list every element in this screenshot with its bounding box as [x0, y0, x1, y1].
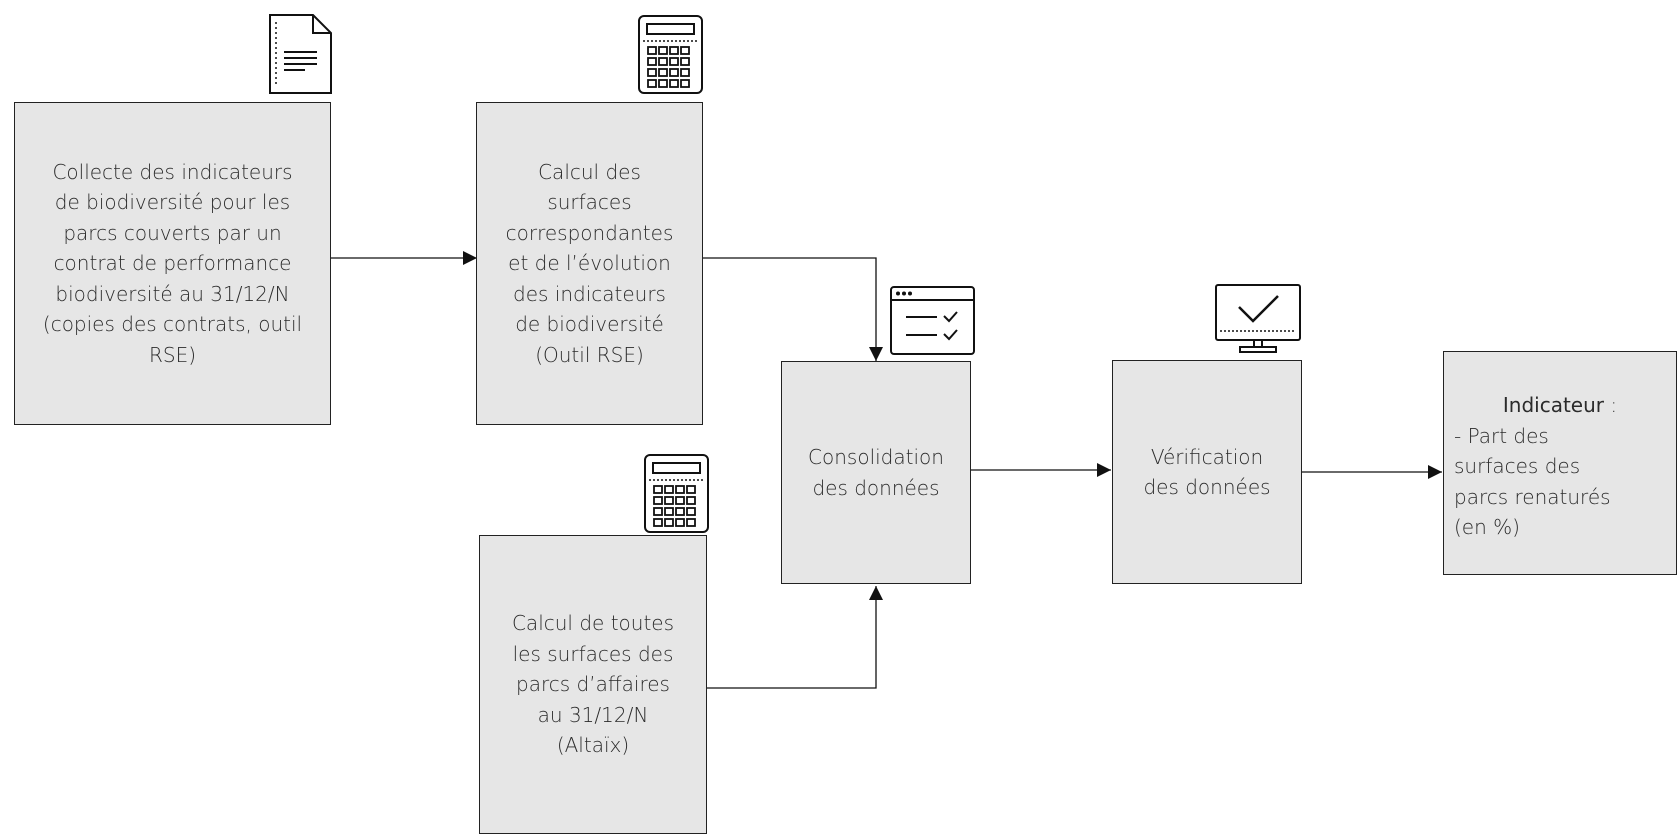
indicator-result-box: Indicateur : - Part des surfaces des par…	[1443, 351, 1677, 575]
step-collecte-box: Collecte des indicateurs de biodiversité…	[14, 102, 331, 425]
text-line: des données	[812, 475, 940, 500]
text-line: Consolidation	[808, 445, 944, 469]
monitor-check-icon	[1215, 284, 1301, 353]
arrow-toutes-to-consolidation	[706, 586, 883, 689]
text-line: (copies des contrats, outil	[42, 312, 303, 337]
text-line: (Altaïx)	[556, 733, 630, 758]
text-line: des indicateurs	[513, 281, 666, 306]
text-line: au 31/12/N	[537, 702, 649, 727]
arrow-calcul-to-consolidation	[702, 257, 883, 361]
text-line: correspondantes	[505, 220, 674, 245]
text-line: de biodiversité pour les	[54, 190, 291, 215]
text-line: surfaces	[547, 190, 632, 215]
step-calcul-surfaces-text: Calcul des surfaces correspondantes et d…	[506, 157, 674, 371]
document-icon	[269, 14, 332, 94]
calculator-icon	[638, 15, 703, 94]
indicator-title: Indicateur :	[1454, 390, 1676, 421]
text-line: - Part des	[1454, 423, 1549, 448]
text-line: de biodiversité	[515, 312, 664, 337]
text-line: Vérification	[1150, 444, 1264, 469]
text-line: parcs d’affaires	[516, 672, 670, 697]
step-consolidation-text: Consolidation des données	[808, 442, 944, 503]
text-line: Calcul de toutes	[511, 611, 675, 636]
text-line: Calcul des	[538, 159, 641, 184]
text-line: parcs renaturés	[1454, 484, 1611, 509]
checklist-window-icon	[890, 286, 975, 355]
text-line: biodiversité au 31/12/N	[55, 281, 290, 306]
step-calcul-toutes-box: Calcul de toutes les surfaces des parcs …	[479, 535, 707, 834]
text-line: et de l’évolution	[508, 251, 671, 276]
text-line: surfaces des	[1454, 454, 1581, 478]
text-line: des données	[1143, 475, 1271, 499]
text-line: (Outil RSE)	[535, 342, 644, 367]
step-calcul-surfaces-box: Calcul des surfaces correspondantes et d…	[476, 102, 703, 425]
step-calcul-toutes-text: Calcul de toutes les surfaces des parcs …	[512, 608, 674, 761]
text-line: RSE)	[148, 342, 197, 367]
calculator-icon	[644, 454, 709, 533]
indicator-text: Indicateur : - Part des surfaces des par…	[1444, 352, 1676, 543]
text-line: les surfaces des	[512, 641, 674, 666]
step-verification-box: Vérification des données	[1112, 360, 1302, 584]
text-line: (en %)	[1454, 515, 1520, 539]
text-line: parcs couverts par un	[63, 220, 282, 245]
step-collecte-text: Collecte des indicateurs de biodiversité…	[43, 157, 302, 371]
step-verification-text: Vérification des données	[1143, 442, 1270, 503]
text-line: Collecte des indicateurs	[52, 159, 293, 184]
text-line: contrat de performance	[53, 251, 292, 276]
indicator-title-suffix: :	[1604, 393, 1618, 417]
indicator-title-label: Indicateur	[1502, 393, 1604, 417]
step-consolidation-box: Consolidation des données	[781, 361, 971, 584]
